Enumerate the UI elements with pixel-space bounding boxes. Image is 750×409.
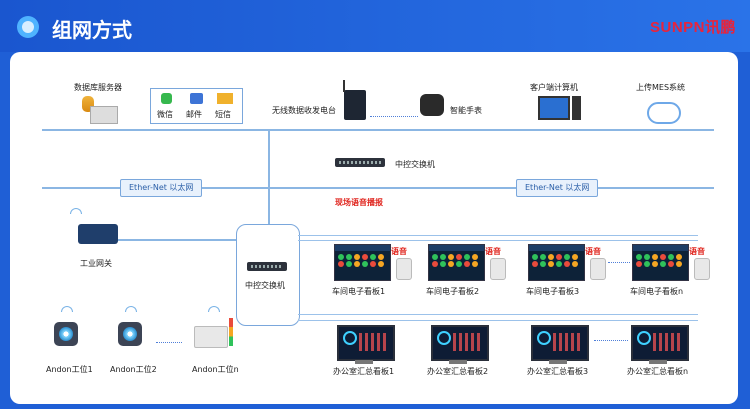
voice-label-2: 语音: [485, 247, 501, 256]
stack-light-icon: [229, 318, 233, 346]
radio-antenna: [343, 80, 345, 92]
mes-label: 上传MES系统: [636, 83, 686, 92]
office-stand-n: [649, 360, 667, 364]
board-label-3: 车间电子看板3: [526, 287, 580, 296]
office-stand-2: [449, 360, 467, 364]
network-canvas: 数据库服务器 微信 邮件 短信 无线数据收发电台 智能手表 客户端计算机 上传M…: [10, 52, 738, 404]
board-bus-2: [298, 240, 698, 241]
andon-icon-2: [118, 322, 142, 346]
wifi-icon: [70, 208, 82, 214]
speaker-icon-2: [490, 258, 506, 280]
ethernet-label-right: Ether-Net 以太网: [516, 179, 599, 197]
gateway-line: [80, 239, 248, 241]
center-switch-label: 中控交换机: [245, 281, 285, 290]
board-3: [528, 244, 585, 281]
andon-label-n: Andon工位n: [192, 365, 239, 374]
sms-label: 短信: [215, 110, 231, 119]
office-label-n: 办公室汇总看板n: [627, 367, 689, 376]
andon-box-icon: [194, 326, 228, 348]
title-bullet-icon: [17, 16, 39, 38]
page-title: 组网方式: [52, 18, 132, 42]
office-board-2: [431, 325, 489, 361]
wechat-label: 微信: [157, 110, 173, 119]
andon-icon-1: [54, 322, 78, 346]
radio-label: 无线数据收发电台: [272, 106, 336, 115]
message-box: 微信 邮件 短信: [150, 88, 243, 124]
radio-icon: [344, 90, 366, 120]
andon-ellipsis: [156, 342, 182, 343]
speaker-icon-1: [396, 258, 412, 280]
client-label: 客户端计算机: [530, 83, 578, 92]
board-label-1: 车间电子看板1: [332, 287, 386, 296]
db-server-icon: [82, 96, 118, 124]
board-n: [632, 244, 689, 281]
watch-label: 智能手表: [450, 106, 482, 115]
office-ellipsis: [594, 340, 628, 341]
office-board-n: [631, 325, 689, 361]
broadcast-label: 现场语音播报: [335, 198, 383, 207]
top-switch-icon: [335, 158, 385, 167]
board-2: [428, 244, 485, 281]
header-bar: 组网方式 SUNPN讯鹏: [0, 0, 750, 52]
mail-icon: [190, 93, 203, 104]
sms-icon: [217, 93, 233, 104]
board-1: [334, 244, 391, 281]
board-ellipsis: [608, 262, 630, 263]
watch-icon: [420, 94, 444, 116]
top-switch-label: 中控交换机: [395, 160, 435, 169]
client-tower-icon: [572, 96, 581, 120]
vertical-trunk: [268, 130, 270, 225]
office-label-2: 办公室汇总看板2: [427, 367, 489, 376]
wifi-icon-andon-1: [61, 306, 73, 312]
office-label-1: 办公室汇总看板1: [333, 367, 395, 376]
andon-label-1: Andon工位1: [46, 365, 93, 374]
ethernet-label-left: Ether-Net 以太网: [120, 179, 203, 197]
client-computer-icon: [538, 96, 570, 120]
speaker-icon-3: [590, 258, 606, 280]
office-bus-2: [298, 320, 698, 321]
board-label-n: 车间电子看板n: [630, 287, 684, 296]
center-switch-box: [236, 224, 300, 326]
wifi-icon-andon-2: [125, 306, 137, 312]
office-board-1: [337, 325, 395, 361]
brand-logo: SUNPN讯鹏: [649, 19, 736, 36]
backbone-top: [42, 129, 714, 131]
office-label-3: 办公室汇总看板3: [527, 367, 589, 376]
cloud-icon: [647, 102, 681, 124]
wifi-icon-andon-n: [208, 306, 220, 312]
gateway-icon: [78, 224, 118, 244]
board-bus-1: [298, 235, 698, 236]
voice-label-3: 语音: [585, 247, 601, 256]
voice-label-n: 语音: [689, 247, 705, 256]
center-switch-icon: [247, 262, 287, 271]
ethernet-line: [42, 187, 714, 189]
andon-label-2: Andon工位2: [110, 365, 157, 374]
office-board-3: [531, 325, 589, 361]
office-stand-3: [549, 360, 567, 364]
office-bus-1: [298, 314, 698, 315]
mail-label: 邮件: [186, 110, 202, 119]
board-label-2: 车间电子看板2: [426, 287, 480, 296]
speaker-icon-n: [694, 258, 710, 280]
db-server-label: 数据库服务器: [74, 83, 122, 92]
wechat-icon: [161, 93, 172, 104]
voice-label-1: 语音: [391, 247, 407, 256]
office-stand-1: [355, 360, 373, 364]
gateway-label: 工业网关: [80, 259, 112, 268]
radio-watch-link: [370, 116, 418, 117]
